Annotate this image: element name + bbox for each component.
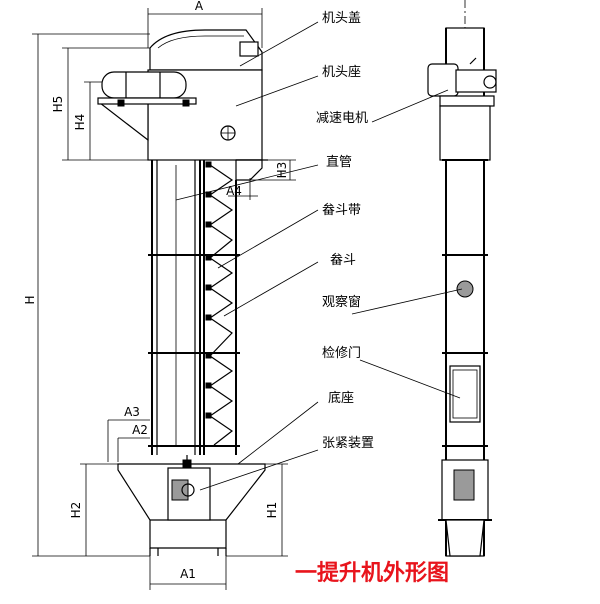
callout-base: 底座	[328, 390, 354, 406]
callout-bucket: 畚斗	[330, 253, 356, 268]
dim-A: A	[195, 0, 204, 13]
dim-A2: A2	[132, 423, 148, 437]
observation-window	[456, 280, 474, 298]
callout-bucket-belt: 畚斗带	[322, 203, 361, 218]
callout-leaders	[175, 21, 463, 491]
dim-A4: A4	[226, 184, 242, 198]
dim-H5: H5	[51, 96, 65, 113]
callout-tension-device: 张紧装置	[322, 436, 374, 451]
head-cover	[149, 29, 263, 71]
callout-head-cover: 机头盖	[322, 11, 361, 26]
dim-H3: H3	[275, 162, 289, 179]
head-seat	[97, 69, 268, 181]
dim-H: H	[23, 295, 37, 304]
dim-H1: H1	[265, 502, 279, 519]
side-view	[427, 0, 497, 557]
dim-A3: A3	[124, 405, 140, 419]
callout-observation-window: 观察窗	[322, 294, 361, 310]
bucket-belt	[205, 161, 234, 446]
callout-straight-pipe: 直管	[326, 155, 352, 170]
front-view: A H H5 H4 H3 A4 A3 A2 H2 H1 A1	[23, 0, 296, 590]
dim-H2: H2	[69, 502, 83, 519]
access-door	[449, 365, 481, 423]
callout-access-door: 检修门	[322, 346, 361, 361]
callout-head-seat: 机头座	[322, 65, 361, 80]
reducer-motor	[427, 57, 497, 107]
dim-H4: H4	[73, 114, 87, 131]
figure-caption: 一提升机外形图	[295, 560, 449, 586]
dim-A1: A1	[180, 567, 196, 581]
bucket	[205, 161, 212, 419]
callout-reducer-motor: 减速电机	[316, 111, 368, 126]
boot-base	[117, 455, 266, 556]
casing	[148, 160, 240, 455]
